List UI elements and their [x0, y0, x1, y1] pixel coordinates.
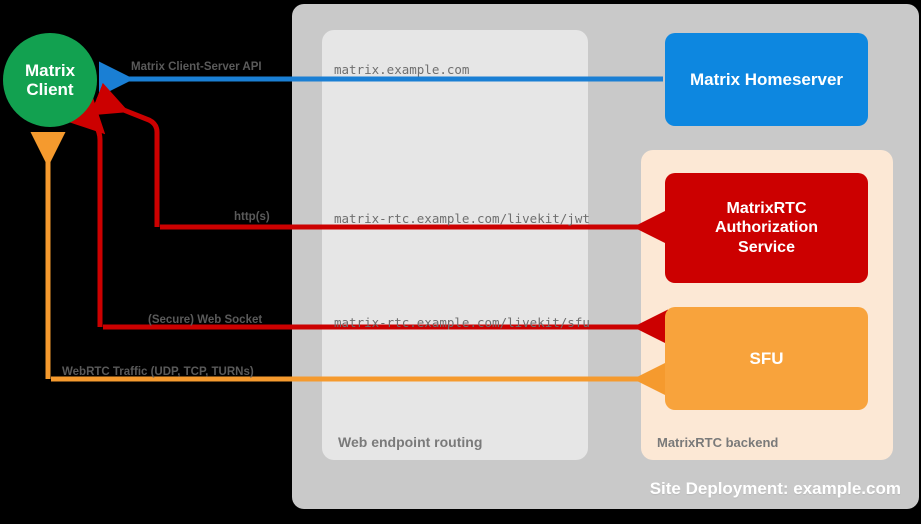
node-matrixrtc-authorization-service[interactable]: MatrixRTC Authorization Service — [665, 173, 868, 283]
node-matrix-homeserver[interactable]: Matrix Homeserver — [665, 33, 868, 126]
label-https: http(s) — [234, 211, 270, 223]
matrix-client-line1: Matrix — [24, 60, 76, 80]
web-endpoint-routing-label: Web endpoint routing — [338, 434, 483, 450]
label-secure-web-socket: (Secure) Web Socket — [148, 314, 263, 326]
node-sfu[interactable]: SFU — [665, 307, 868, 410]
auth-service-line1: MatrixRTC — [726, 199, 807, 217]
auth-service-line2: Authorization — [714, 219, 819, 237]
wire-websocket-return — [68, 97, 106, 327]
label-client-server-api: Matrix Client-Server API — [131, 61, 262, 73]
web-endpoint-routing-panel: Web endpoint routing — [322, 30, 588, 460]
endpoint-livekit-jwt: matrix-rtc.example.com/livekit/jwt — [334, 211, 590, 226]
site-deployment-label: Site Deployment: example.com — [649, 479, 901, 498]
endpoint-livekit-sfu: matrix-rtc.example.com/livekit/sfu — [334, 315, 590, 330]
auth-service-line3: Service — [738, 238, 795, 256]
endpoint-matrix-example-com: matrix.example.com — [334, 62, 470, 77]
matrix-homeserver-label: Matrix Homeserver — [689, 69, 844, 89]
matrixrtc-backend-label: MatrixRTC backend — [657, 435, 779, 450]
matrix-client-line2: Client — [26, 80, 74, 99]
sfu-label: SFU — [749, 348, 784, 368]
label-webrtc-traffic: WebRTC Traffic (UDP, TCP, TURNs) — [62, 366, 254, 378]
node-matrix-client[interactable]: Matrix Client — [3, 33, 97, 127]
wire-jwt-return — [89, 82, 160, 227]
